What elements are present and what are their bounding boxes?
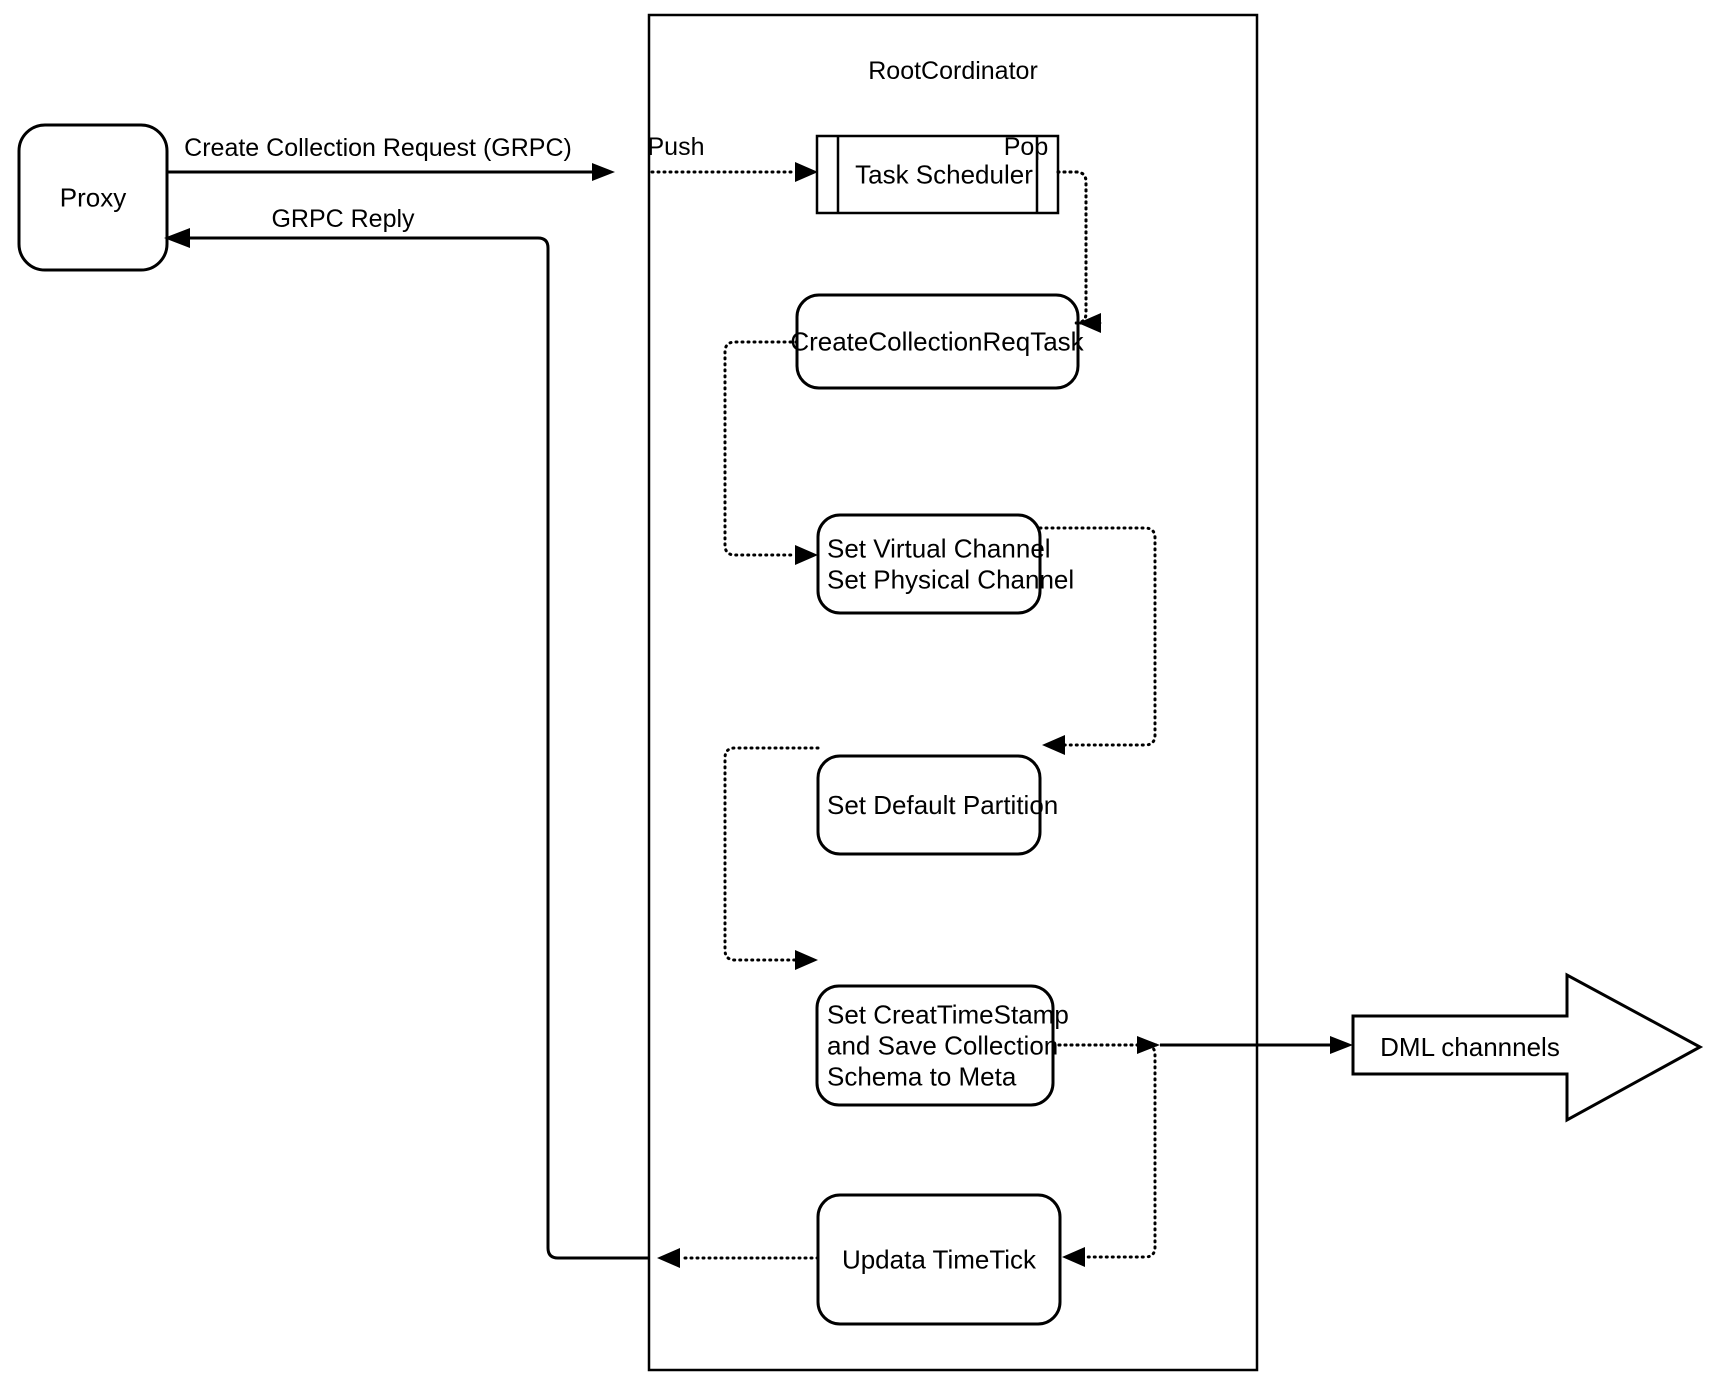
edge-grpc-reply-arrowhead	[164, 228, 190, 248]
proxy-node[interactable]	[17, 123, 169, 272]
edge-create-collection-request-arrowhead	[592, 163, 615, 181]
create-collection-req-task-label: CreateCollectionReqTask	[790, 327, 1084, 357]
set-channels-label-line1: Set Virtual Channel	[827, 534, 1051, 564]
set-timestamp-meta-label-line3: Schema to Meta	[827, 1062, 1017, 1092]
set-channels-label-line2: Set Physical Channel	[827, 565, 1074, 595]
set-timestamp-meta-label-line1: Set CreatTimeStamp	[827, 1000, 1069, 1030]
edge-channels-to-partition-arrowhead	[1042, 735, 1065, 755]
edge-partition-to-timestamp-arrowhead	[795, 950, 818, 970]
edge-pop-label: Pop	[1004, 133, 1048, 161]
edge-task-to-channels-arrowhead	[795, 545, 818, 565]
dml-channels-arrow-node[interactable]	[1351, 972, 1704, 1123]
rootcordinator-container	[647, 13, 1259, 1372]
edge-timestamp-to-dml-arrowhead	[1330, 1036, 1353, 1054]
set-channels-node[interactable]	[816, 513, 1042, 615]
task-scheduler-label: Task Scheduler	[855, 160, 1033, 190]
task-scheduler-node[interactable]	[815, 134, 1060, 215]
edge-pop-arrowhead	[1078, 313, 1101, 333]
edge-task-to-channels-line	[723, 340, 799, 557]
dml-channels-label: DML channnels	[1380, 1032, 1560, 1062]
edge-partition-to-timestamp-line	[723, 746, 820, 962]
edge-grpc-reply-line	[190, 236, 649, 1260]
rootcordinator-label: RootCordinator	[868, 57, 1038, 85]
set-timestamp-meta-label-line2: and Save Collection	[827, 1031, 1058, 1061]
edge-timetick-out-arrowhead	[657, 1248, 680, 1268]
set-default-partition-label: Set Default Partition	[827, 790, 1058, 820]
edge-timestamp-to-timetick-arrowhead	[1062, 1247, 1085, 1267]
edge-grpc-reply-label: GRPC Reply	[271, 205, 415, 233]
edge-push-arrowhead	[795, 162, 818, 182]
edge-push-label: Push	[648, 133, 705, 161]
set-default-partition-node[interactable]	[816, 754, 1042, 856]
edge-channels-to-partition-line	[1038, 526, 1157, 747]
edge-create-collection-request-label: Create Collection Request (GRPC)	[184, 134, 572, 162]
edge-timestamp-to-timetick-line	[1051, 1043, 1157, 1259]
proxy-label: Proxy	[60, 183, 126, 213]
updata-timetick-label: Updata TimeTick	[842, 1245, 1037, 1275]
